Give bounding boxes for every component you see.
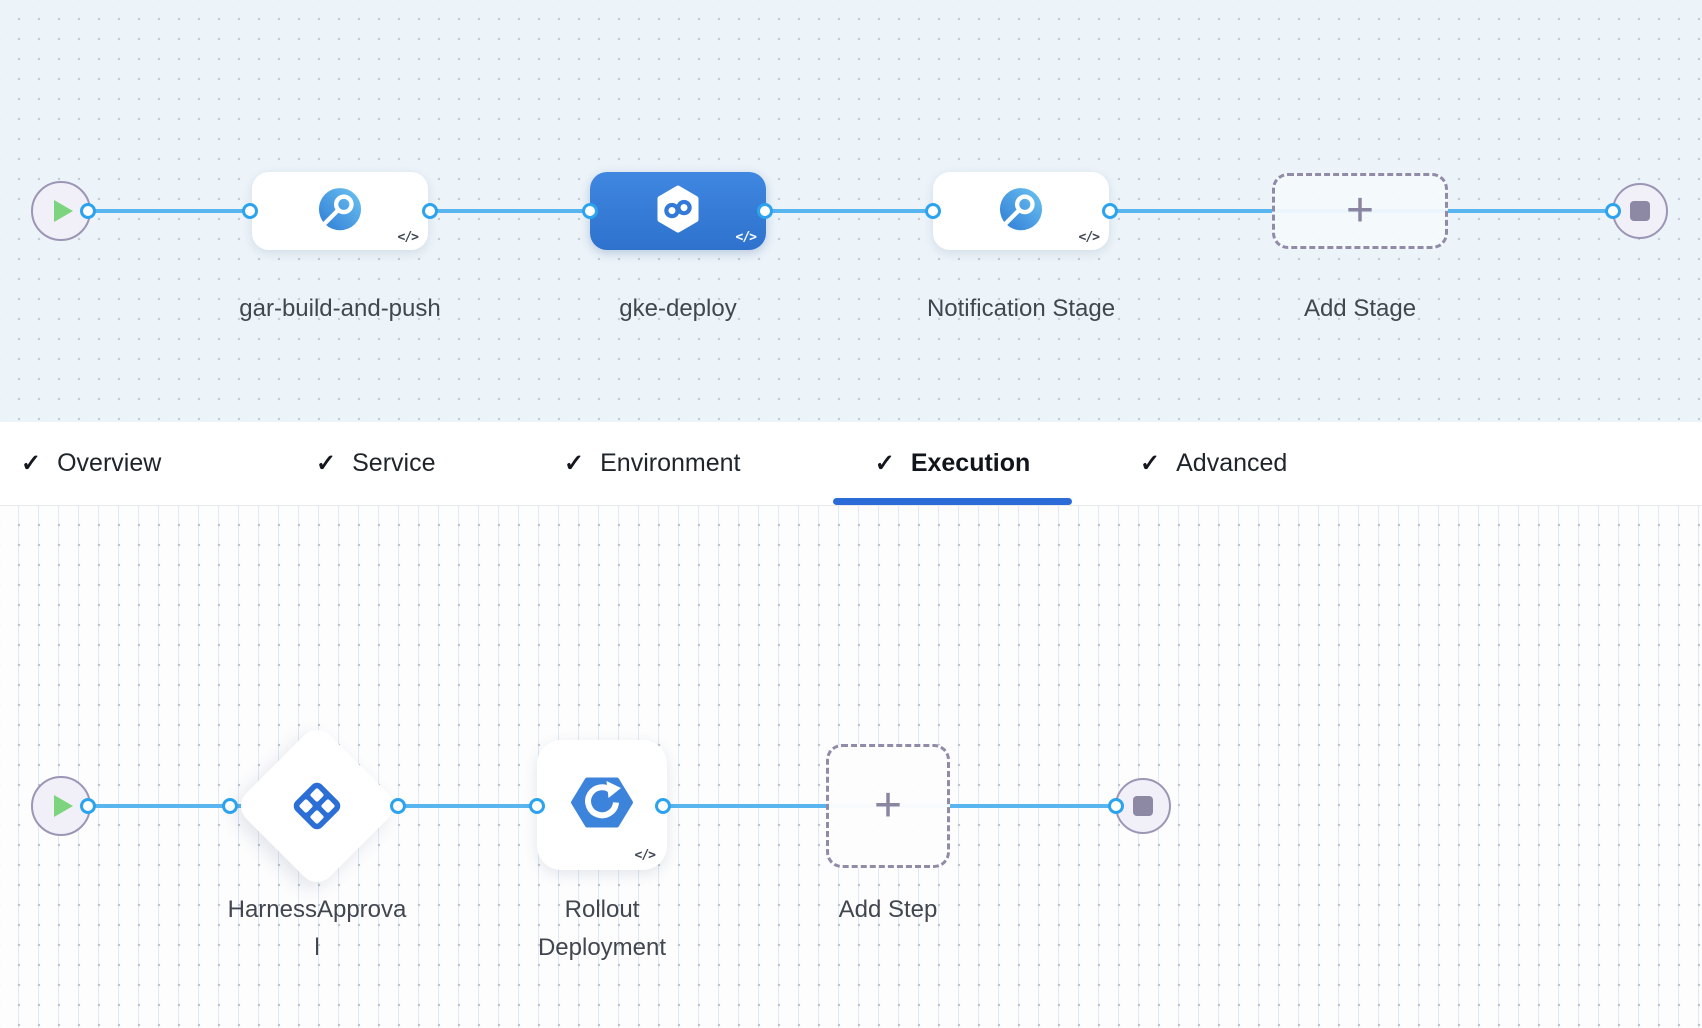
connector-port[interactable] — [80, 798, 96, 814]
plus-icon: + — [873, 779, 903, 832]
stage-config-tabbar: ✓ Overview ✓ Service ✓ Environment ✓ Exe… — [0, 422, 1702, 506]
stage-label: gke-deploy — [619, 295, 737, 322]
tab-label: Overview — [57, 449, 162, 477]
tab-overview[interactable]: ✓ Overview — [21, 422, 161, 505]
approval-step-icon — [293, 782, 341, 830]
add-step-label: Add Step — [838, 896, 938, 923]
tab-label: Service — [352, 449, 436, 477]
code-icon: </> — [397, 230, 420, 245]
connector-port[interactable] — [757, 203, 773, 219]
add-stage-label: Add Stage — [1303, 295, 1417, 322]
connector-port[interactable] — [80, 203, 96, 219]
tab-label: Execution — [910, 449, 1031, 477]
check-icon: ✓ — [316, 450, 337, 477]
step-label: HarnessApproval — [227, 896, 407, 961]
stage-node-notification-stage[interactable]: </> — [933, 172, 1109, 250]
check-icon: ✓ — [1140, 450, 1161, 477]
stop-icon — [1630, 201, 1650, 221]
connector-port[interactable] — [582, 203, 598, 219]
code-icon: </> — [1078, 230, 1101, 245]
check-icon: ✓ — [21, 450, 42, 477]
connector-port[interactable] — [390, 798, 406, 814]
pipeline-end-node — [1612, 183, 1668, 239]
execution-canvas[interactable]: </> + HarnessApproval Rollout Deployment… — [0, 506, 1702, 1028]
stop-icon — [1133, 796, 1153, 816]
connector-port[interactable] — [1102, 203, 1118, 219]
stage-canvas[interactable]: </> </> — [0, 0, 1702, 422]
connector-port[interactable] — [222, 798, 238, 814]
connector-port[interactable] — [529, 798, 545, 814]
pipeline-start-node — [31, 181, 91, 241]
add-step-button[interactable]: + — [826, 744, 950, 868]
step-label: Rollout Deployment — [537, 896, 667, 961]
code-icon: </> — [634, 848, 657, 863]
custom-stage-icon — [999, 188, 1043, 231]
plus-icon: + — [1345, 184, 1375, 237]
check-icon: ✓ — [874, 450, 895, 477]
step-node-rollout-deployment[interactable]: </> — [537, 740, 667, 870]
play-icon — [54, 200, 73, 222]
code-icon: </> — [735, 230, 758, 245]
connector-port[interactable] — [1605, 203, 1621, 219]
play-icon — [54, 795, 73, 817]
stage-connector-line — [88, 209, 1613, 213]
stage-label: Notification Stage — [926, 295, 1116, 322]
deploy-stage-icon — [657, 185, 699, 233]
active-tab-underline — [833, 498, 1072, 505]
tab-execution[interactable]: ✓ Execution — [833, 422, 1072, 505]
connector-port[interactable] — [925, 203, 941, 219]
tab-advanced[interactable]: ✓ Advanced — [1140, 422, 1287, 505]
connector-port[interactable] — [242, 203, 258, 219]
connector-port[interactable] — [1108, 798, 1124, 814]
add-stage-button[interactable]: + — [1272, 173, 1448, 249]
tab-service[interactable]: ✓ Service — [316, 422, 435, 505]
stage-label: gar-build-and-push — [239, 295, 441, 322]
tab-label: Advanced — [1176, 449, 1288, 477]
connector-port[interactable] — [655, 798, 671, 814]
stage-node-gke-deploy[interactable]: </> — [590, 172, 766, 250]
check-icon: ✓ — [564, 450, 585, 477]
stage-node-gar-build-and-push[interactable]: </> — [252, 172, 428, 250]
connector-port[interactable] — [422, 203, 438, 219]
tab-environment[interactable]: ✓ Environment — [564, 422, 740, 505]
tab-label: Environment — [600, 449, 741, 477]
custom-stage-icon — [318, 188, 362, 231]
rollout-deployment-icon — [571, 777, 633, 828]
execution-end-node — [1115, 778, 1171, 834]
